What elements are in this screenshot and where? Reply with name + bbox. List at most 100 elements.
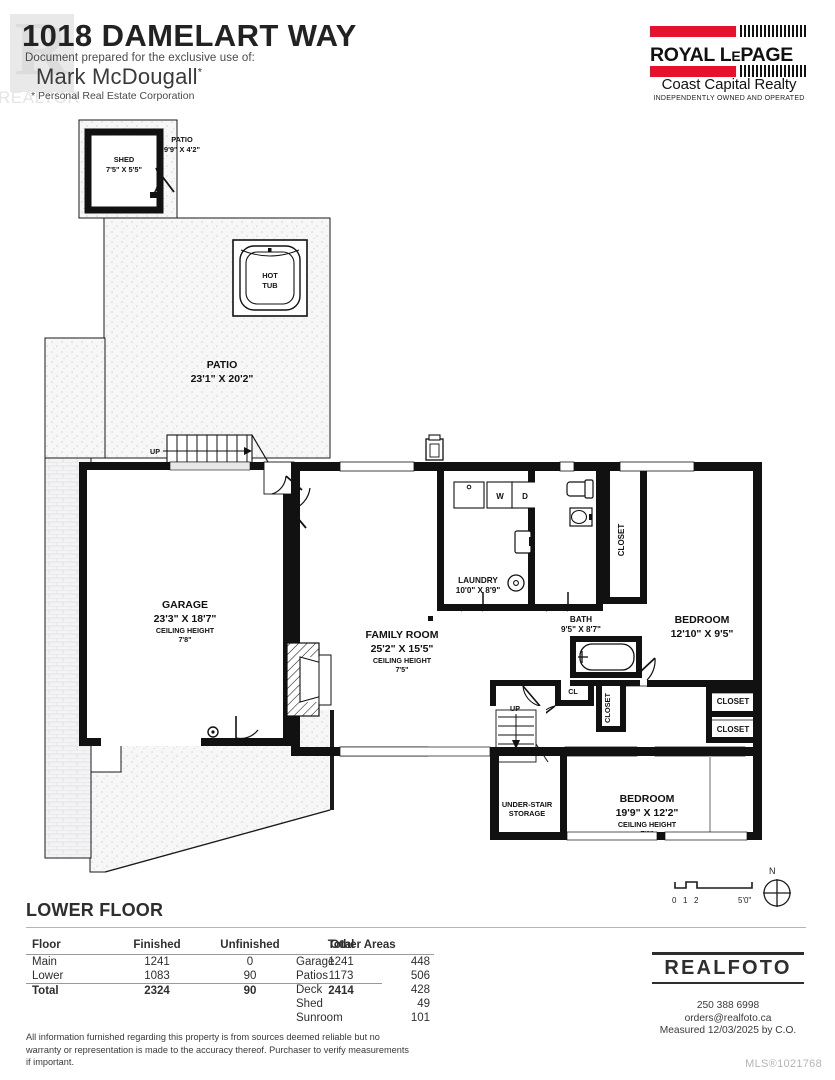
prepared-for-label: Document prepared for the exclusive use … bbox=[25, 52, 255, 64]
closet-north-vertical: CLOSET bbox=[603, 471, 647, 604]
closet-north-wall-east bbox=[640, 471, 647, 603]
closet-vert2-wall-west bbox=[596, 680, 602, 732]
other-area-name: Garage bbox=[296, 956, 335, 968]
deck-diagonal-edge bbox=[104, 809, 331, 873]
realfoto-email[interactable]: orders@realfoto.ca bbox=[684, 1012, 772, 1024]
scale-ticks-path bbox=[674, 881, 753, 889]
closet-north-wall-south bbox=[603, 597, 647, 604]
window-south-br2-lower-a bbox=[566, 831, 658, 841]
realfoto-measured: Measured 12/03/2025 by C.O. bbox=[659, 1025, 797, 1037]
hot-tub-cover-fold bbox=[240, 249, 300, 257]
cell-total-total: 2414 bbox=[300, 983, 382, 998]
understair-wall-east bbox=[560, 756, 567, 836]
cell-unfinished: 90 bbox=[243, 970, 257, 982]
bathtub bbox=[579, 643, 635, 671]
label-closet-hall-vertical: CLOSET bbox=[603, 693, 612, 723]
hot-tub-control bbox=[268, 248, 272, 252]
disclaimer-text: All information furnished regarding this… bbox=[26, 1032, 409, 1067]
corner-sw bbox=[291, 747, 300, 756]
laundry-wall-south bbox=[437, 604, 535, 611]
label-shed-dims: 7'5" X 5'5" bbox=[106, 165, 142, 174]
closet-e1-wall-west bbox=[706, 687, 712, 715]
bath-gap bbox=[535, 471, 542, 611]
cl-wall-bottom bbox=[555, 700, 594, 706]
window-north-bedroom1 bbox=[619, 461, 695, 472]
label-closet-east-lower: CLOSET bbox=[717, 725, 750, 734]
bathtub-alcove bbox=[570, 636, 642, 678]
laundry-wall-west bbox=[437, 471, 444, 611]
closet-vert2-wall-south bbox=[596, 726, 626, 732]
mls-number: MLS®1021768 bbox=[745, 1058, 822, 1070]
label-hot-tub-1: HOT bbox=[262, 271, 278, 280]
bedroom-2: BEDROOM 19'9" X 12'2" CEILING HEIGHT 7'8… bbox=[616, 793, 679, 838]
scale-tick-1: 1 bbox=[683, 896, 688, 905]
cell-finished: 1241 bbox=[144, 956, 170, 968]
garage-drain-center bbox=[211, 730, 215, 734]
list-item: Garage 448 bbox=[292, 955, 434, 970]
label-laundry-dims: 10'0" X 8'9" bbox=[456, 586, 501, 595]
label-shed-name: SHED bbox=[114, 155, 135, 164]
shed-structure: SHED 7'5" X 5'5" PATIO 9'9" X 4'2" bbox=[84, 128, 200, 214]
agent-name: Mark McDougall* bbox=[36, 64, 202, 90]
garage-wall-east bbox=[283, 462, 291, 746]
label-patio-main-dims: 23'1" X 20'2" bbox=[191, 373, 254, 385]
cell-total: 1241 bbox=[328, 956, 354, 968]
col-header-floor: Floor bbox=[26, 938, 114, 955]
dryer-unit bbox=[511, 481, 539, 509]
laundry-sink bbox=[453, 481, 485, 509]
fireplace-hearth bbox=[318, 654, 332, 706]
patio-west-strip bbox=[44, 337, 106, 459]
label-bath-name: BATH bbox=[570, 615, 592, 624]
page-section-title: LOWER FLOOR bbox=[26, 900, 164, 920]
label-washer: W bbox=[496, 492, 504, 501]
deck-body bbox=[105, 710, 330, 872]
closets-east-stack: CLOSET CLOSET bbox=[706, 687, 753, 743]
cell-unfinished: 0 bbox=[246, 956, 254, 968]
scale-bar: 0 1 2 5'0" bbox=[672, 878, 762, 908]
east-yard-line bbox=[709, 756, 711, 838]
vanity-tap bbox=[589, 514, 592, 520]
other-areas-table: Other Areas Garage 448 Patios 506 Deck 4… bbox=[292, 938, 434, 1025]
house-wall-west bbox=[291, 462, 300, 756]
washer-unit bbox=[486, 481, 514, 509]
label-family-room-ceiling-value: 7'5" bbox=[395, 665, 408, 674]
closet-e1-wall-top bbox=[706, 687, 753, 693]
other-area-value: 448 bbox=[410, 956, 430, 968]
cell-total-finished: 2324 bbox=[114, 983, 200, 998]
logo-red-bar-bottom bbox=[650, 66, 736, 77]
label-family-room-ceiling-title: CEILING HEIGHT bbox=[373, 656, 432, 665]
laundry-utility-tab bbox=[529, 537, 533, 546]
label-patio-small-dims: 9'9" X 4'2" bbox=[164, 145, 200, 154]
laundry-furnace bbox=[507, 574, 525, 592]
realfoto-rule-bottom bbox=[652, 981, 804, 984]
cell-total: 1173 bbox=[328, 970, 354, 982]
bath-wall-south bbox=[535, 604, 603, 611]
hall-door-leaf-a bbox=[522, 685, 541, 707]
realfoto-logo: REALFOTO bbox=[652, 952, 804, 984]
label-bedroom2-ceiling-title: CEILING HEIGHT bbox=[618, 820, 677, 829]
section-divider bbox=[26, 927, 806, 928]
understair-wall-west bbox=[490, 756, 499, 840]
label-hot-tub-2: TUB bbox=[262, 281, 277, 290]
entry-door-swing-a bbox=[271, 475, 287, 495]
list-item: Sunroom 101 bbox=[292, 1011, 434, 1025]
hall-door-swing-a bbox=[522, 685, 541, 707]
other-area-name: Deck bbox=[296, 984, 323, 996]
other-area-value: 506 bbox=[410, 970, 430, 982]
label-patio-main-name: PATIO bbox=[207, 359, 238, 371]
label-stair-up-exterior: UP bbox=[150, 447, 160, 456]
hall-wall-north-a bbox=[490, 680, 558, 686]
garage-wall-west bbox=[79, 462, 87, 746]
house-envelope bbox=[291, 461, 762, 838]
stair-treads-box bbox=[166, 434, 253, 466]
logo-stripes-top bbox=[740, 25, 808, 37]
window-south-br2-lower-b bbox=[664, 831, 748, 841]
vanity-sink-basin bbox=[570, 509, 588, 525]
cell-floor: Main bbox=[32, 956, 57, 968]
scale-tick-2: 2 bbox=[694, 896, 699, 905]
label-garage-dims: 23'3" X 18'7" bbox=[154, 613, 217, 625]
stair-outline bbox=[495, 709, 537, 763]
label-garage-name: GARAGE bbox=[162, 599, 208, 611]
cell-total-unfinished: 90 bbox=[200, 983, 300, 998]
